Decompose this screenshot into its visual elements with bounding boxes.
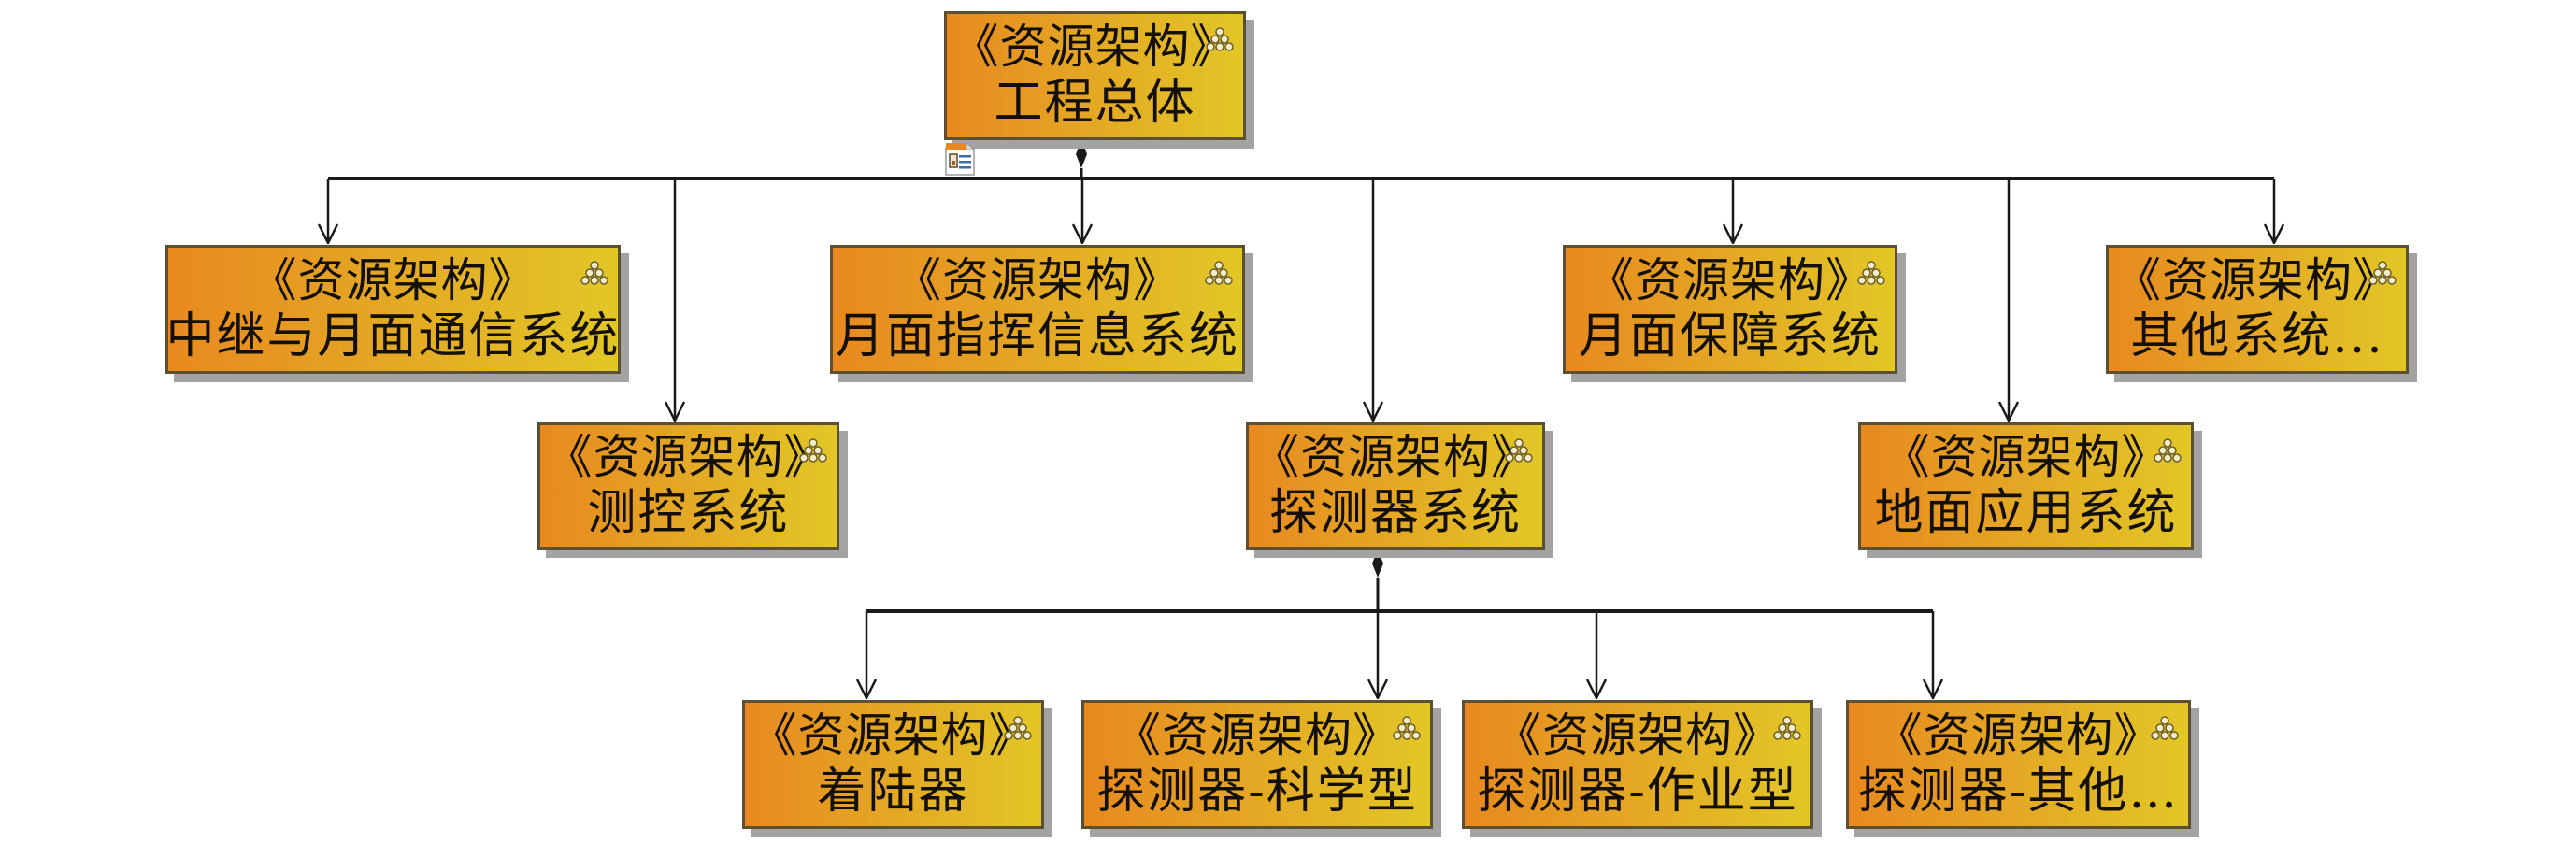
- composition-bus-probe-system: [866, 550, 1933, 698]
- node-stereotype: 《资源架构》: [2114, 252, 2400, 307]
- resource-icon: [2151, 716, 2179, 740]
- resource-icon: [2154, 438, 2182, 463]
- resource-icon: [1857, 261, 1885, 285]
- node-ground-application[interactable]: 《资源架构》 地面应用系统: [1858, 422, 2194, 550]
- node-other-systems[interactable]: 《资源架构》 其他系统...: [2106, 245, 2409, 374]
- node-probe-operation[interactable]: 《资源架构》 探测器-作业型: [1462, 700, 1813, 829]
- node-stereotype: 《资源架构》: [894, 252, 1181, 307]
- node-name: 月面指挥信息系统: [835, 307, 1239, 364]
- node-stereotype: 《资源架构》: [250, 252, 537, 307]
- composition-diamond-icon: [1372, 550, 1383, 578]
- node-name: 测控系统: [587, 484, 790, 541]
- resource-icon: [1393, 716, 1421, 740]
- resource-icon: [1505, 438, 1533, 463]
- resource-icon: [1773, 716, 1801, 740]
- node-name: 探测器-其他…: [1857, 763, 2180, 820]
- node-ttc[interactable]: 《资源架构》 测控系统: [537, 422, 839, 550]
- node-stereotype: 《资源架构》: [1882, 429, 2169, 484]
- node-engineering-overall[interactable]: 《资源架构》 工程总体: [944, 11, 1246, 140]
- node-stereotype: 《资源架构》: [750, 707, 1037, 763]
- node-stereotype: 《资源架构》: [952, 19, 1238, 74]
- node-name: 中继与月面通信系统: [165, 307, 621, 364]
- node-stereotype: 《资源架构》: [1587, 252, 1873, 307]
- node-name: 着陆器: [817, 763, 969, 820]
- composition-diamond-icon: [1076, 140, 1087, 168]
- node-name: 地面应用系统: [1874, 484, 2178, 541]
- resource-icon: [799, 438, 827, 463]
- node-probe-other[interactable]: 《资源架构》 探测器-其他…: [1846, 700, 2191, 829]
- node-relay-lunar-comm[interactable]: 《资源架构》 中继与月面通信系统: [165, 245, 621, 374]
- node-name: 工程总体: [994, 74, 1196, 131]
- node-name: 其他系统...: [2130, 307, 2384, 364]
- resource-icon: [2368, 261, 2397, 285]
- node-stereotype: 《资源架构》: [1252, 429, 1538, 484]
- node-name: 探测器系统: [1268, 484, 1522, 541]
- resource-icon: [1004, 716, 1032, 740]
- node-probe-system[interactable]: 《资源架构》 探测器系统: [1246, 422, 1545, 550]
- document-icon[interactable]: [945, 142, 977, 176]
- node-name: 探测器-作业型: [1477, 763, 1798, 820]
- node-stereotype: 《资源架构》: [1875, 707, 2162, 763]
- composition-bus-root: [328, 140, 2274, 421]
- node-lunar-support[interactable]: 《资源架构》 月面保障系统: [1563, 245, 1897, 374]
- node-stereotype: 《资源架构》: [1495, 707, 1781, 763]
- node-lander[interactable]: 《资源架构》 着陆器: [742, 700, 1044, 829]
- node-stereotype: 《资源架构》: [545, 429, 832, 484]
- node-lunar-command-info[interactable]: 《资源架构》 月面指挥信息系统: [830, 245, 1245, 374]
- resource-icon: [580, 261, 608, 285]
- resource-icon: [1206, 27, 1234, 51]
- resource-icon: [1205, 261, 1233, 285]
- node-probe-science[interactable]: 《资源架构》 探测器-科学型: [1081, 700, 1433, 829]
- node-name: 探测器-科学型: [1096, 763, 1418, 820]
- node-stereotype: 《资源架构》: [1114, 707, 1400, 763]
- node-name: 月面保障系统: [1578, 307, 1882, 364]
